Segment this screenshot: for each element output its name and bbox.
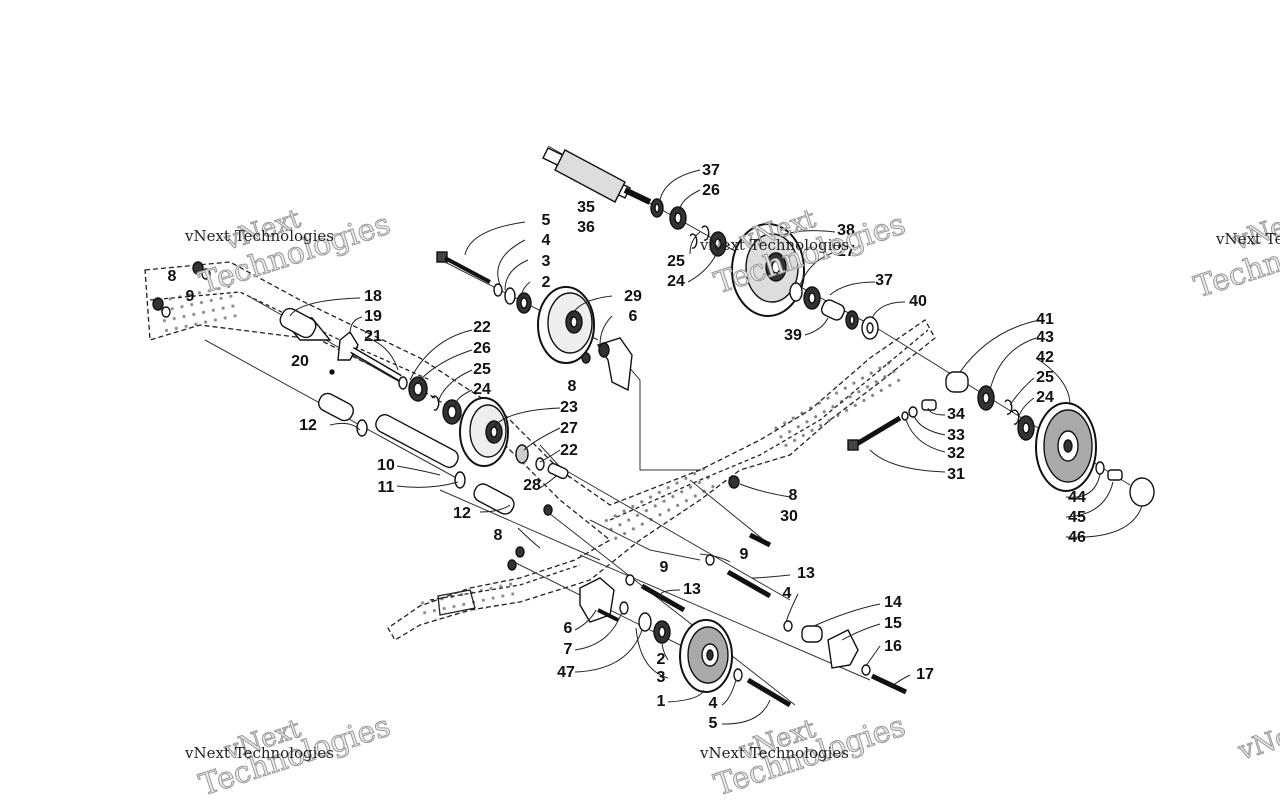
callout-label: 8	[568, 378, 577, 395]
callout-label: 24	[1036, 389, 1054, 406]
callout-label: 5	[709, 715, 718, 732]
callout-label: 22	[560, 442, 578, 459]
exploded-view: 5432296837263536252438273740398918192120…	[144, 145, 1155, 732]
callout-label: 8	[789, 487, 798, 504]
callout-label: 27	[837, 243, 855, 260]
callout-label: 24	[473, 381, 491, 398]
callout-label: 11	[378, 479, 395, 496]
callout-label: 9	[660, 559, 669, 576]
callout-label: 8	[494, 527, 503, 544]
wheel-1	[679, 619, 733, 693]
callout-label: 37	[702, 162, 720, 179]
callout-label: 5	[542, 212, 551, 229]
wheel-29	[537, 286, 595, 364]
axis-lines	[204, 145, 1131, 706]
callout-label: 20	[291, 353, 309, 370]
callout-label: 46	[1068, 529, 1086, 546]
callout-label: 14	[884, 594, 902, 611]
callout-label: 33	[947, 427, 965, 444]
upper-idler-shaft	[542, 147, 652, 205]
callout-label: 29	[624, 288, 642, 305]
callout-label: 35	[577, 199, 595, 216]
callout-label: 2	[542, 274, 551, 291]
callout-label: 12	[299, 417, 317, 434]
callout-label: 30	[780, 508, 798, 525]
callout-label: 31	[947, 466, 965, 483]
callout-label: 15	[884, 615, 902, 632]
callout-label: 6	[629, 308, 638, 325]
callout-label: 7	[564, 641, 573, 658]
callout-label: 22	[473, 319, 491, 336]
callout-label: 19	[364, 308, 382, 325]
callout-label: 4	[783, 585, 792, 602]
callout-label: 9	[740, 546, 749, 563]
callout-label: 10	[377, 457, 395, 474]
leaders	[289, 169, 1143, 725]
callout-label: 44	[1068, 489, 1086, 506]
callout-label: 36	[577, 219, 595, 236]
callout-label: 28	[523, 477, 541, 494]
callout-label: 4	[542, 232, 551, 249]
callout-label: 3	[657, 669, 666, 686]
callout-label: 40	[909, 293, 927, 310]
callout-label: 9	[186, 288, 195, 305]
callout-label: 17	[916, 666, 934, 683]
callout-label: 25	[1036, 369, 1054, 386]
callout-label: 3	[542, 253, 551, 270]
callout-label: 13	[683, 581, 701, 598]
callout-label: 8	[168, 268, 177, 285]
callout-label: 16	[884, 638, 902, 655]
callout-label: 42	[1036, 349, 1054, 366]
callout-label: 41	[1036, 311, 1054, 328]
callout-label: 4	[709, 695, 718, 712]
callout-label: 38	[837, 222, 855, 239]
callout-label: 2	[657, 651, 666, 668]
callout-label: 21	[364, 328, 382, 345]
wheel-23	[459, 397, 509, 467]
wheel-42	[1035, 402, 1097, 492]
parts	[152, 147, 1155, 708]
slide-rail	[144, 261, 936, 641]
callout-label: 6	[564, 620, 573, 637]
callout-label: 27	[560, 420, 578, 437]
callout-label: 32	[947, 445, 965, 462]
callout-label: 23	[560, 399, 578, 416]
callout-label: 34	[947, 406, 965, 423]
callout-label: 26	[473, 340, 491, 357]
callout-label: 37	[875, 272, 893, 289]
bolt-top	[436, 251, 491, 284]
callout-label: 43	[1036, 329, 1054, 346]
callout-label: 18	[364, 288, 382, 305]
callout-label: 39	[784, 327, 802, 344]
callout-label: 45	[1068, 509, 1086, 526]
callout-label: 25	[667, 253, 685, 270]
callout-label: 24	[667, 273, 685, 290]
callout-label: 13	[797, 565, 815, 582]
callout-label: 1	[657, 693, 666, 710]
callout-label: 12	[453, 505, 471, 522]
callout-label: 25	[473, 361, 491, 378]
callout-label: 47	[557, 664, 575, 681]
wheel-38	[731, 223, 805, 317]
callout-label: 26	[702, 182, 720, 199]
